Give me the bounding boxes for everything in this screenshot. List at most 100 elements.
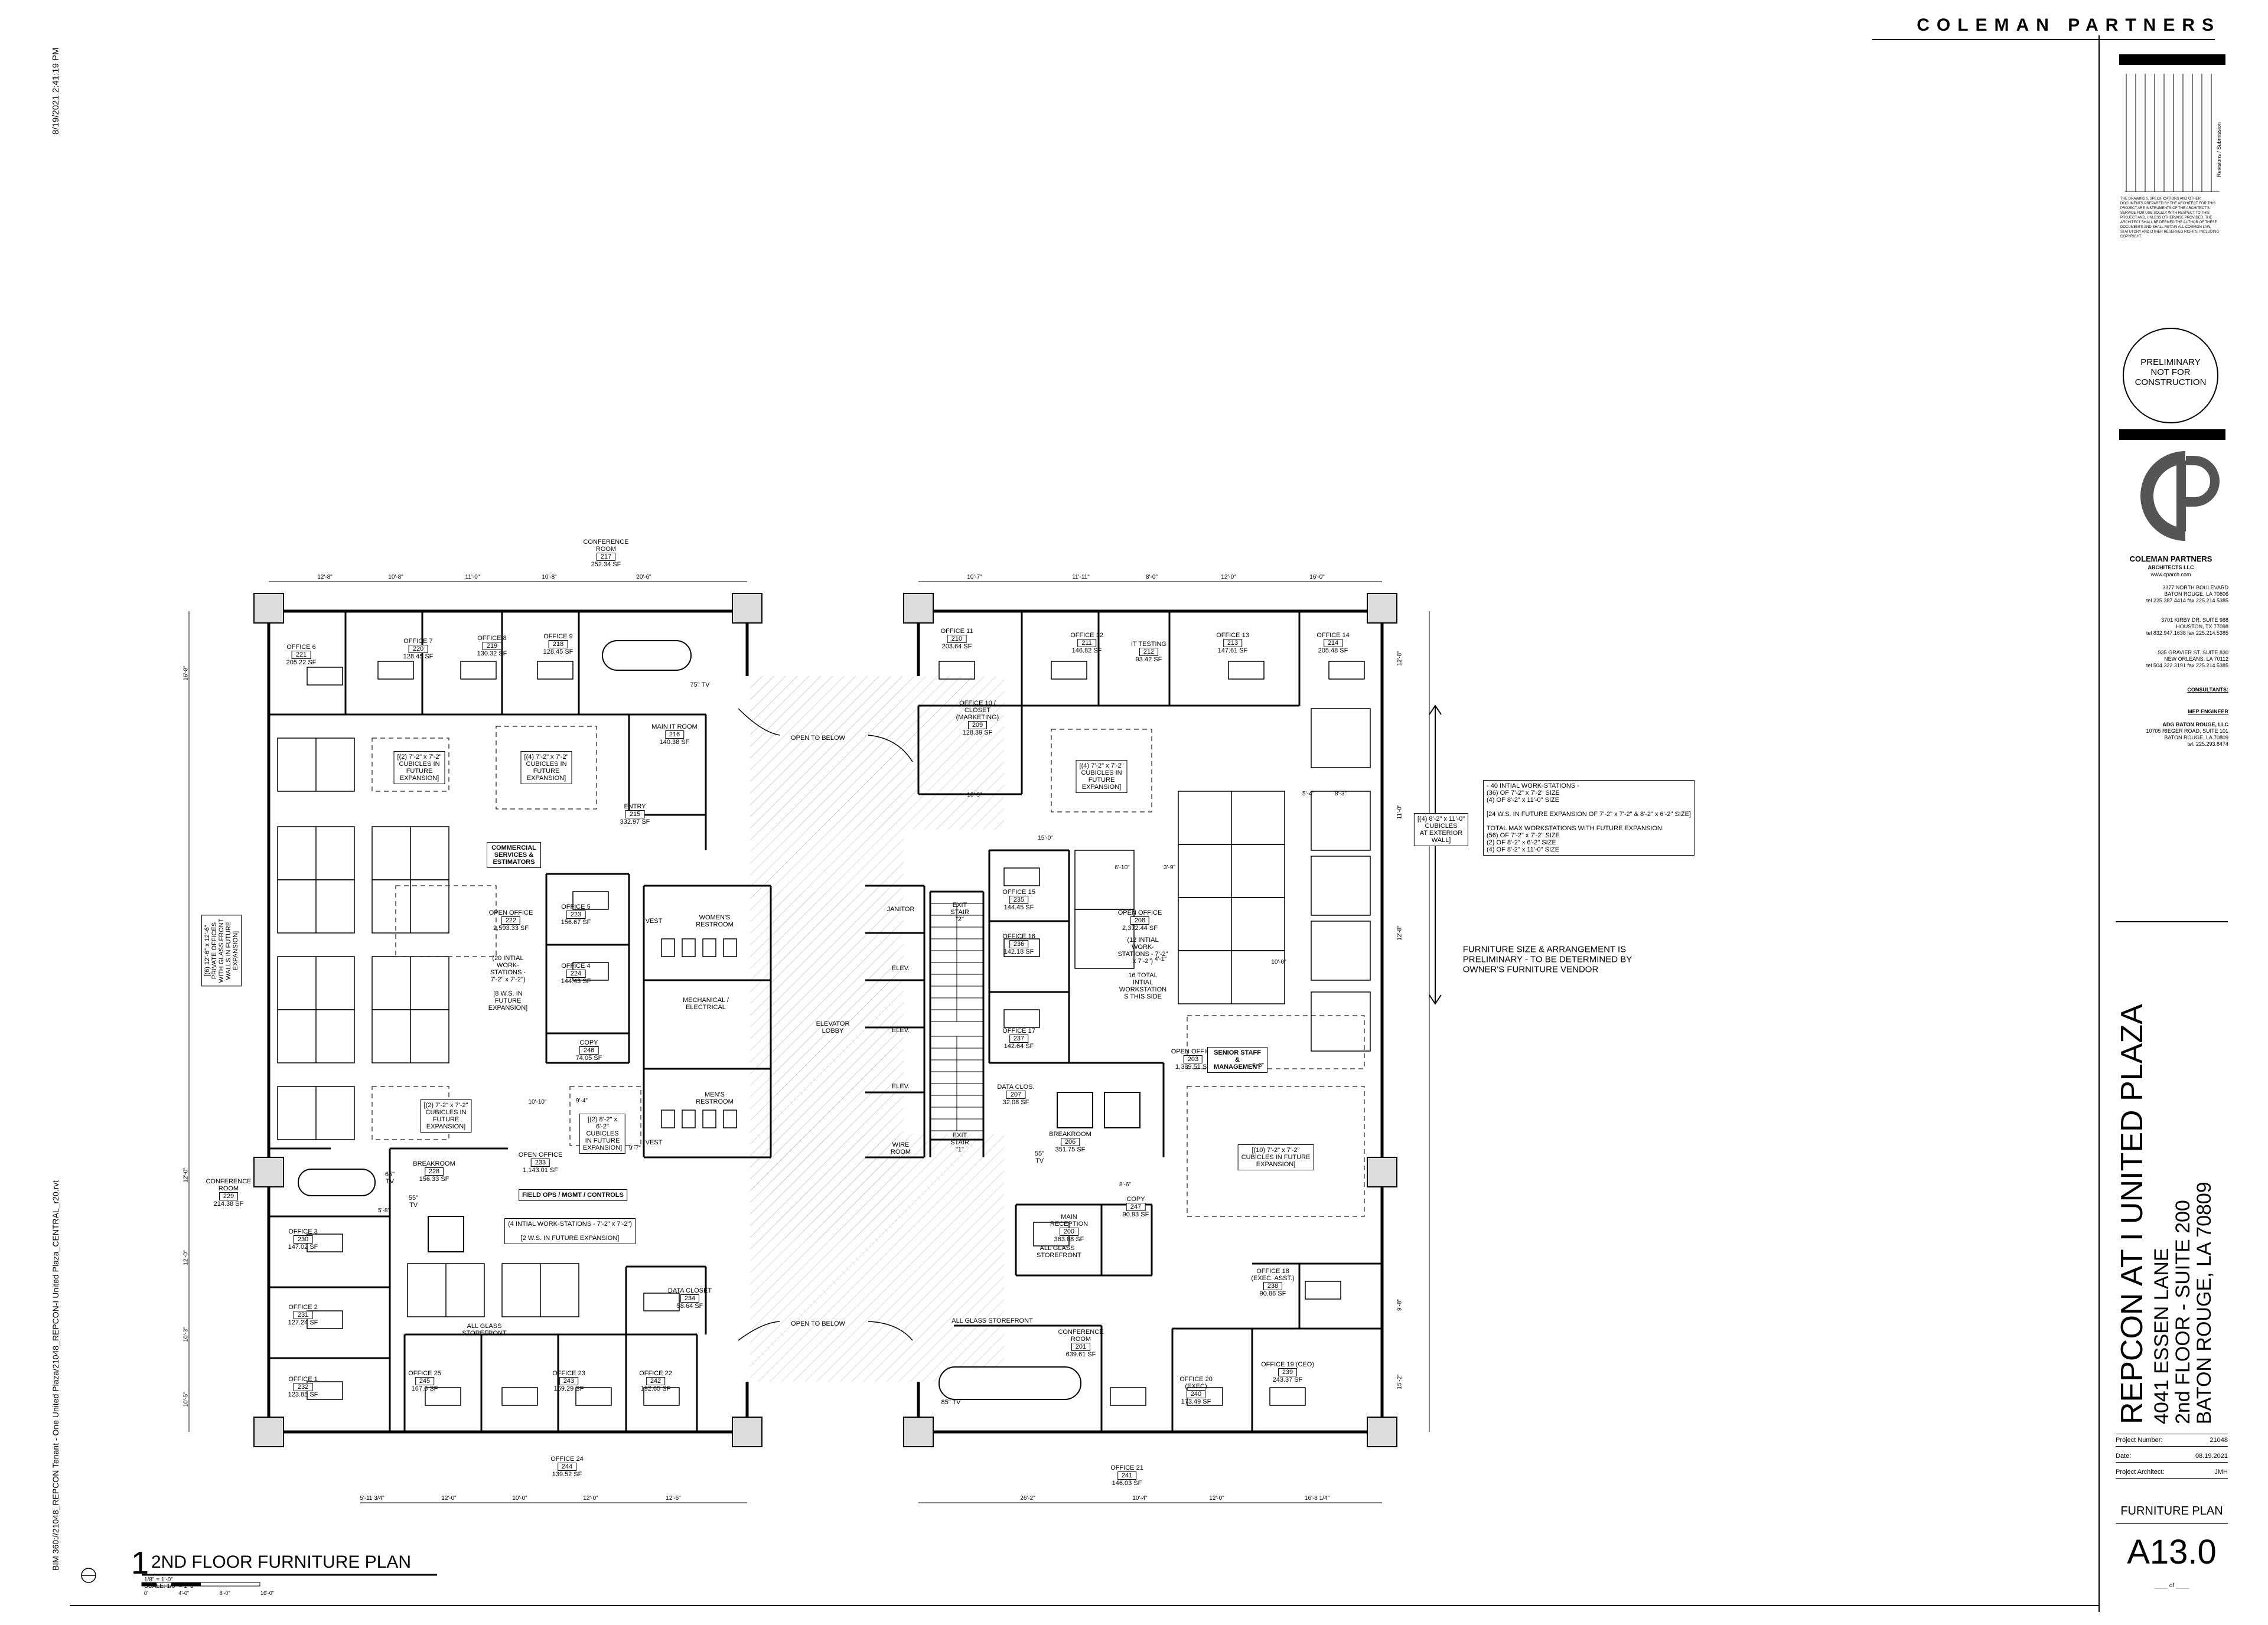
room-number: 247 (1126, 1203, 1146, 1211)
interior-walls-left (269, 611, 772, 1432)
note-line: FURNITURE SIZE & ARRANGEMENT IS (1462, 944, 1627, 955)
office-line: 935 GRAVIER ST. SUITE 830 (2158, 650, 2228, 655)
room-number: 215 (625, 810, 645, 818)
office-line: tel 225.387.4414 fax 225.214.5385 (2146, 598, 2228, 603)
note-line: 7'-2" x 7'-2") (490, 976, 526, 983)
room-area: 130.32 SF (477, 650, 507, 657)
room-number: 233 (530, 1159, 550, 1167)
room-number: 241 (1117, 1471, 1137, 1480)
room-name: OFFICE 22 (639, 1370, 672, 1377)
room-name: OFFICE 12 (1070, 632, 1103, 639)
office-line: NEW ORLEANS, LA 70112 (2164, 656, 2228, 662)
architect-value: JMH (2214, 1469, 2228, 1476)
scale-tick: 0' (144, 1590, 148, 1596)
note-line: EXPANSION] (582, 1144, 623, 1151)
address-line: BATON ROUGE, LA 70809 (2193, 1182, 2215, 1424)
vest-label: VEST (645, 918, 663, 925)
note-line: CUBICLES IN (1081, 769, 1122, 776)
room-area: 90.93 SF (1122, 1211, 1149, 1218)
room-area: 363.88 SF (1054, 1236, 1084, 1243)
room-area: 205.22 SF (286, 659, 317, 666)
room-area: 90.86 SF (1259, 1290, 1286, 1297)
office-desks (307, 661, 1365, 1406)
note-line: CUBICLES IN (425, 1109, 467, 1116)
room-number: 203 (1183, 1055, 1203, 1063)
janitor-label: JANITOR (887, 906, 915, 913)
firm-logo (2120, 446, 2221, 546)
revisions-lines (2125, 74, 2220, 192)
dimension-text: 11'-0" (1396, 804, 1403, 820)
office-houston: 3701 KIRBY DR. SUITE 988 HOUSTON, TX 770… (2113, 617, 2228, 637)
office-baton-rouge: 3377 NORTH BOULEVARD BATON ROUGE, LA 708… (2113, 585, 2228, 604)
elevator-lobby-label: ELEVATOR LOBBY (816, 1020, 850, 1035)
room-area: 169.29 SF (553, 1385, 584, 1392)
room-number: 206 (1060, 1138, 1080, 1146)
dimension-text: 16'-8 1/4" (1304, 1495, 1330, 1502)
note-line: [8 W.S. IN (493, 990, 523, 997)
note-line: [(6) 12'-6" x 12'-6" (204, 925, 211, 977)
note-line: CUBICLES (586, 1130, 619, 1137)
room-name: ENTRY (624, 803, 646, 810)
room-number: 218 (548, 640, 568, 648)
dimension-text: 12'-8" (1396, 651, 1403, 666)
storefront-label-reception: ALL GLASS STOREFRONT (1037, 1245, 1081, 1259)
consultants-label: CONSULTANTS: (2187, 687, 2228, 693)
dimension-text: 15'-0" (1038, 835, 1053, 841)
room-name: MAIN RECEPTION (1050, 1213, 1089, 1228)
dimension-text: 26'-2" (1020, 1495, 1035, 1502)
dimension-text: 8'-0" (1146, 574, 1158, 580)
room-area: 2,372.44 SF (1122, 925, 1158, 932)
firm-name: COLEMAN PARTNERS (2129, 554, 2212, 563)
field-ops-note: FIELD OPS / MGMT / CONTROLS (519, 1189, 627, 1201)
room-name: OFFICE 10 / CLOSET (MARKETING) (956, 700, 999, 721)
room-area: 93.42 SF (1135, 656, 1162, 663)
room-name: OFFICE 7 (403, 638, 433, 645)
corner-columns (253, 593, 1397, 1447)
room-name: OFFICE 17 (1002, 1027, 1035, 1035)
date-row: Date: 08.19.2021 (2116, 1446, 2228, 1462)
room-name: OFFICE 13 (1216, 632, 1249, 639)
note-line: EXPANSION] (1256, 1161, 1296, 1168)
dimension-text: 3'-9" (1164, 864, 1175, 871)
stairs (930, 903, 984, 1131)
room-number: 244 (557, 1463, 577, 1471)
sheet-rule (2116, 1523, 2228, 1524)
scale-line: SCALE: 1/8" = 1'-0" (144, 1583, 196, 1590)
cp-logo-icon (2140, 451, 2220, 541)
note-line: EXPANSION] (426, 1123, 466, 1130)
room-area: 144.45 SF (1003, 904, 1034, 911)
address-line: 4041 ESSEN LANE (2150, 1248, 2173, 1424)
room-number: 230 (293, 1235, 313, 1244)
title-block-band-top (2119, 54, 2225, 65)
room-name: BREAKROOM (413, 1160, 455, 1167)
room-area: 128.45 SF (403, 653, 434, 660)
dimension-text: 10'-0" (1271, 959, 1286, 965)
header-rule (1872, 39, 2215, 40)
mep-engineer: ADG BATON ROUGE, LLC 10705 RIEGER ROAD, … (2113, 722, 2228, 748)
stamp-line-2: NOT FOR (2150, 367, 2191, 377)
room-number: 216 (664, 730, 685, 739)
room-name: OFFICE 14 (1317, 632, 1350, 639)
room-number: 223 (566, 911, 586, 919)
note-line: OWNER'S FURNITURE VENDOR (1462, 964, 1599, 975)
sheet-number: A13.0 (2127, 1533, 2217, 1571)
room-area: 146.03 SF (1112, 1480, 1142, 1487)
project-address: 4041 ESSEN LANE 2nd FLOOR - SUITE 200 BA… (2150, 1182, 2215, 1424)
dimension-text: 5'-11 3/4" (360, 1495, 384, 1502)
dimension-text: 16'-8" (183, 665, 190, 681)
dimension-text: 10'-5" (183, 1392, 190, 1407)
room-area: 1,143.01 SF (523, 1167, 558, 1174)
firm-sub: ARCHITECTS LLC (2148, 564, 2194, 570)
note-line: IN FUTURE (585, 1137, 620, 1144)
note-line: 6'-2" (596, 1123, 609, 1130)
